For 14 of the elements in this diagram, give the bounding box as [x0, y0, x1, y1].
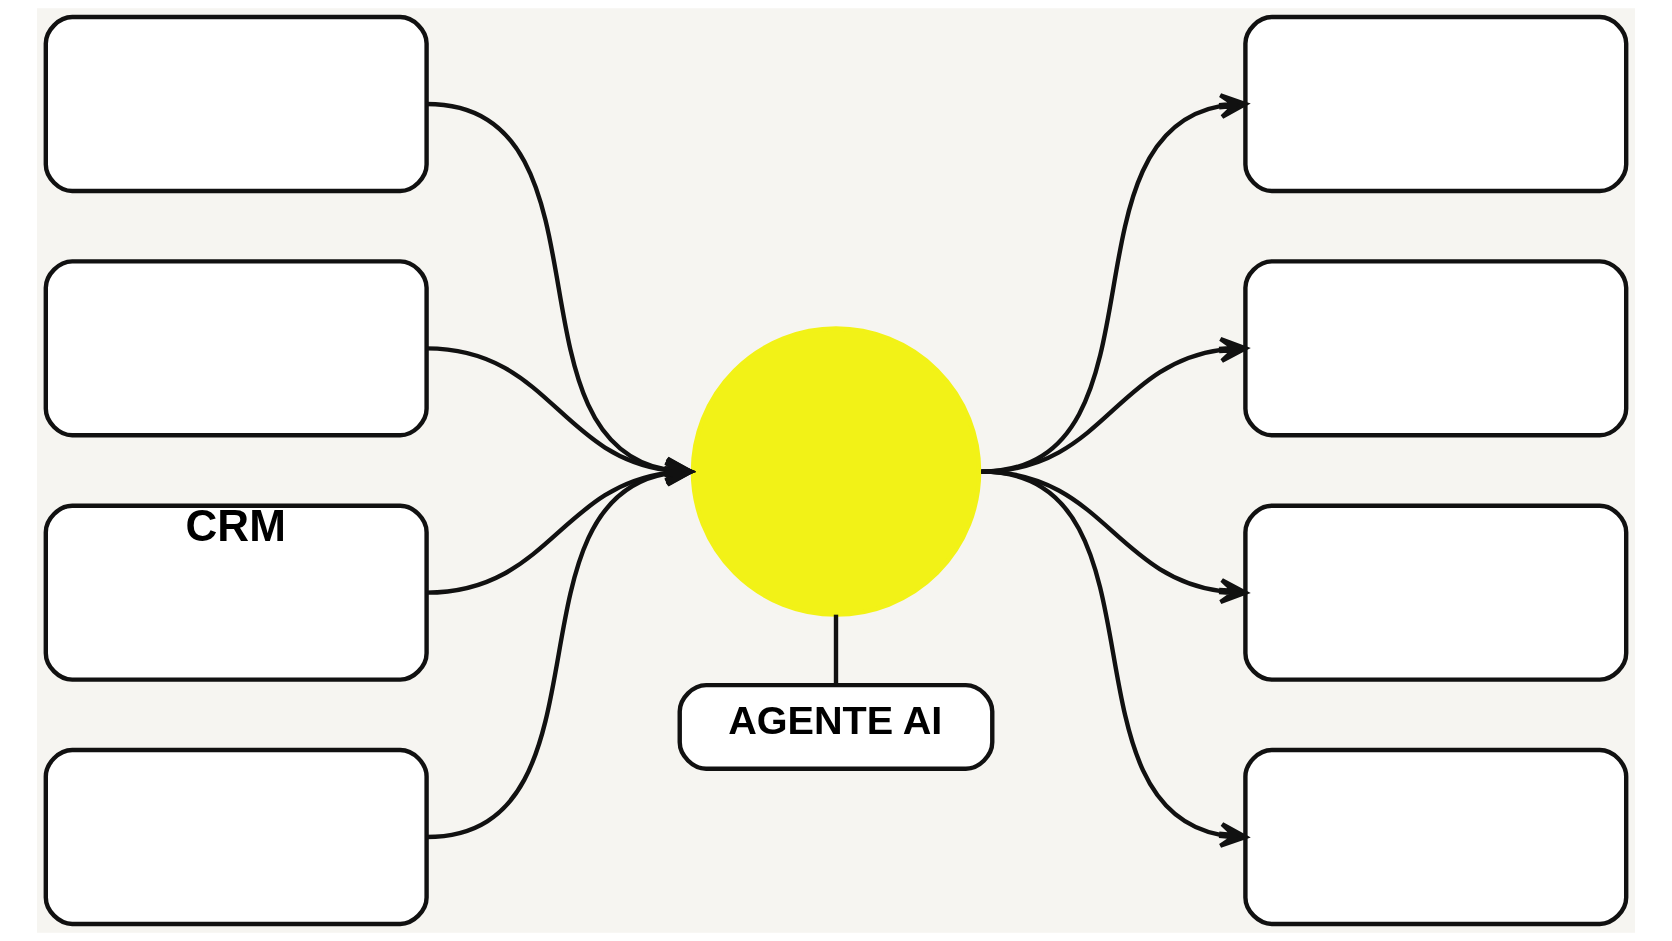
connector	[833, 614, 839, 686]
node-box	[1243, 503, 1629, 682]
node-box	[1243, 747, 1629, 927]
node-box	[1243, 259, 1629, 438]
arrow	[980, 469, 1248, 848]
node-box	[1243, 14, 1629, 194]
node-box	[43, 259, 429, 438]
node-box	[43, 747, 429, 927]
node-box: AGENTE AI	[677, 682, 995, 771]
arrow	[426, 460, 693, 840]
node-box: CRM	[43, 503, 429, 682]
arrow	[426, 460, 693, 595]
node-circle	[690, 326, 982, 617]
node-box	[43, 14, 429, 194]
